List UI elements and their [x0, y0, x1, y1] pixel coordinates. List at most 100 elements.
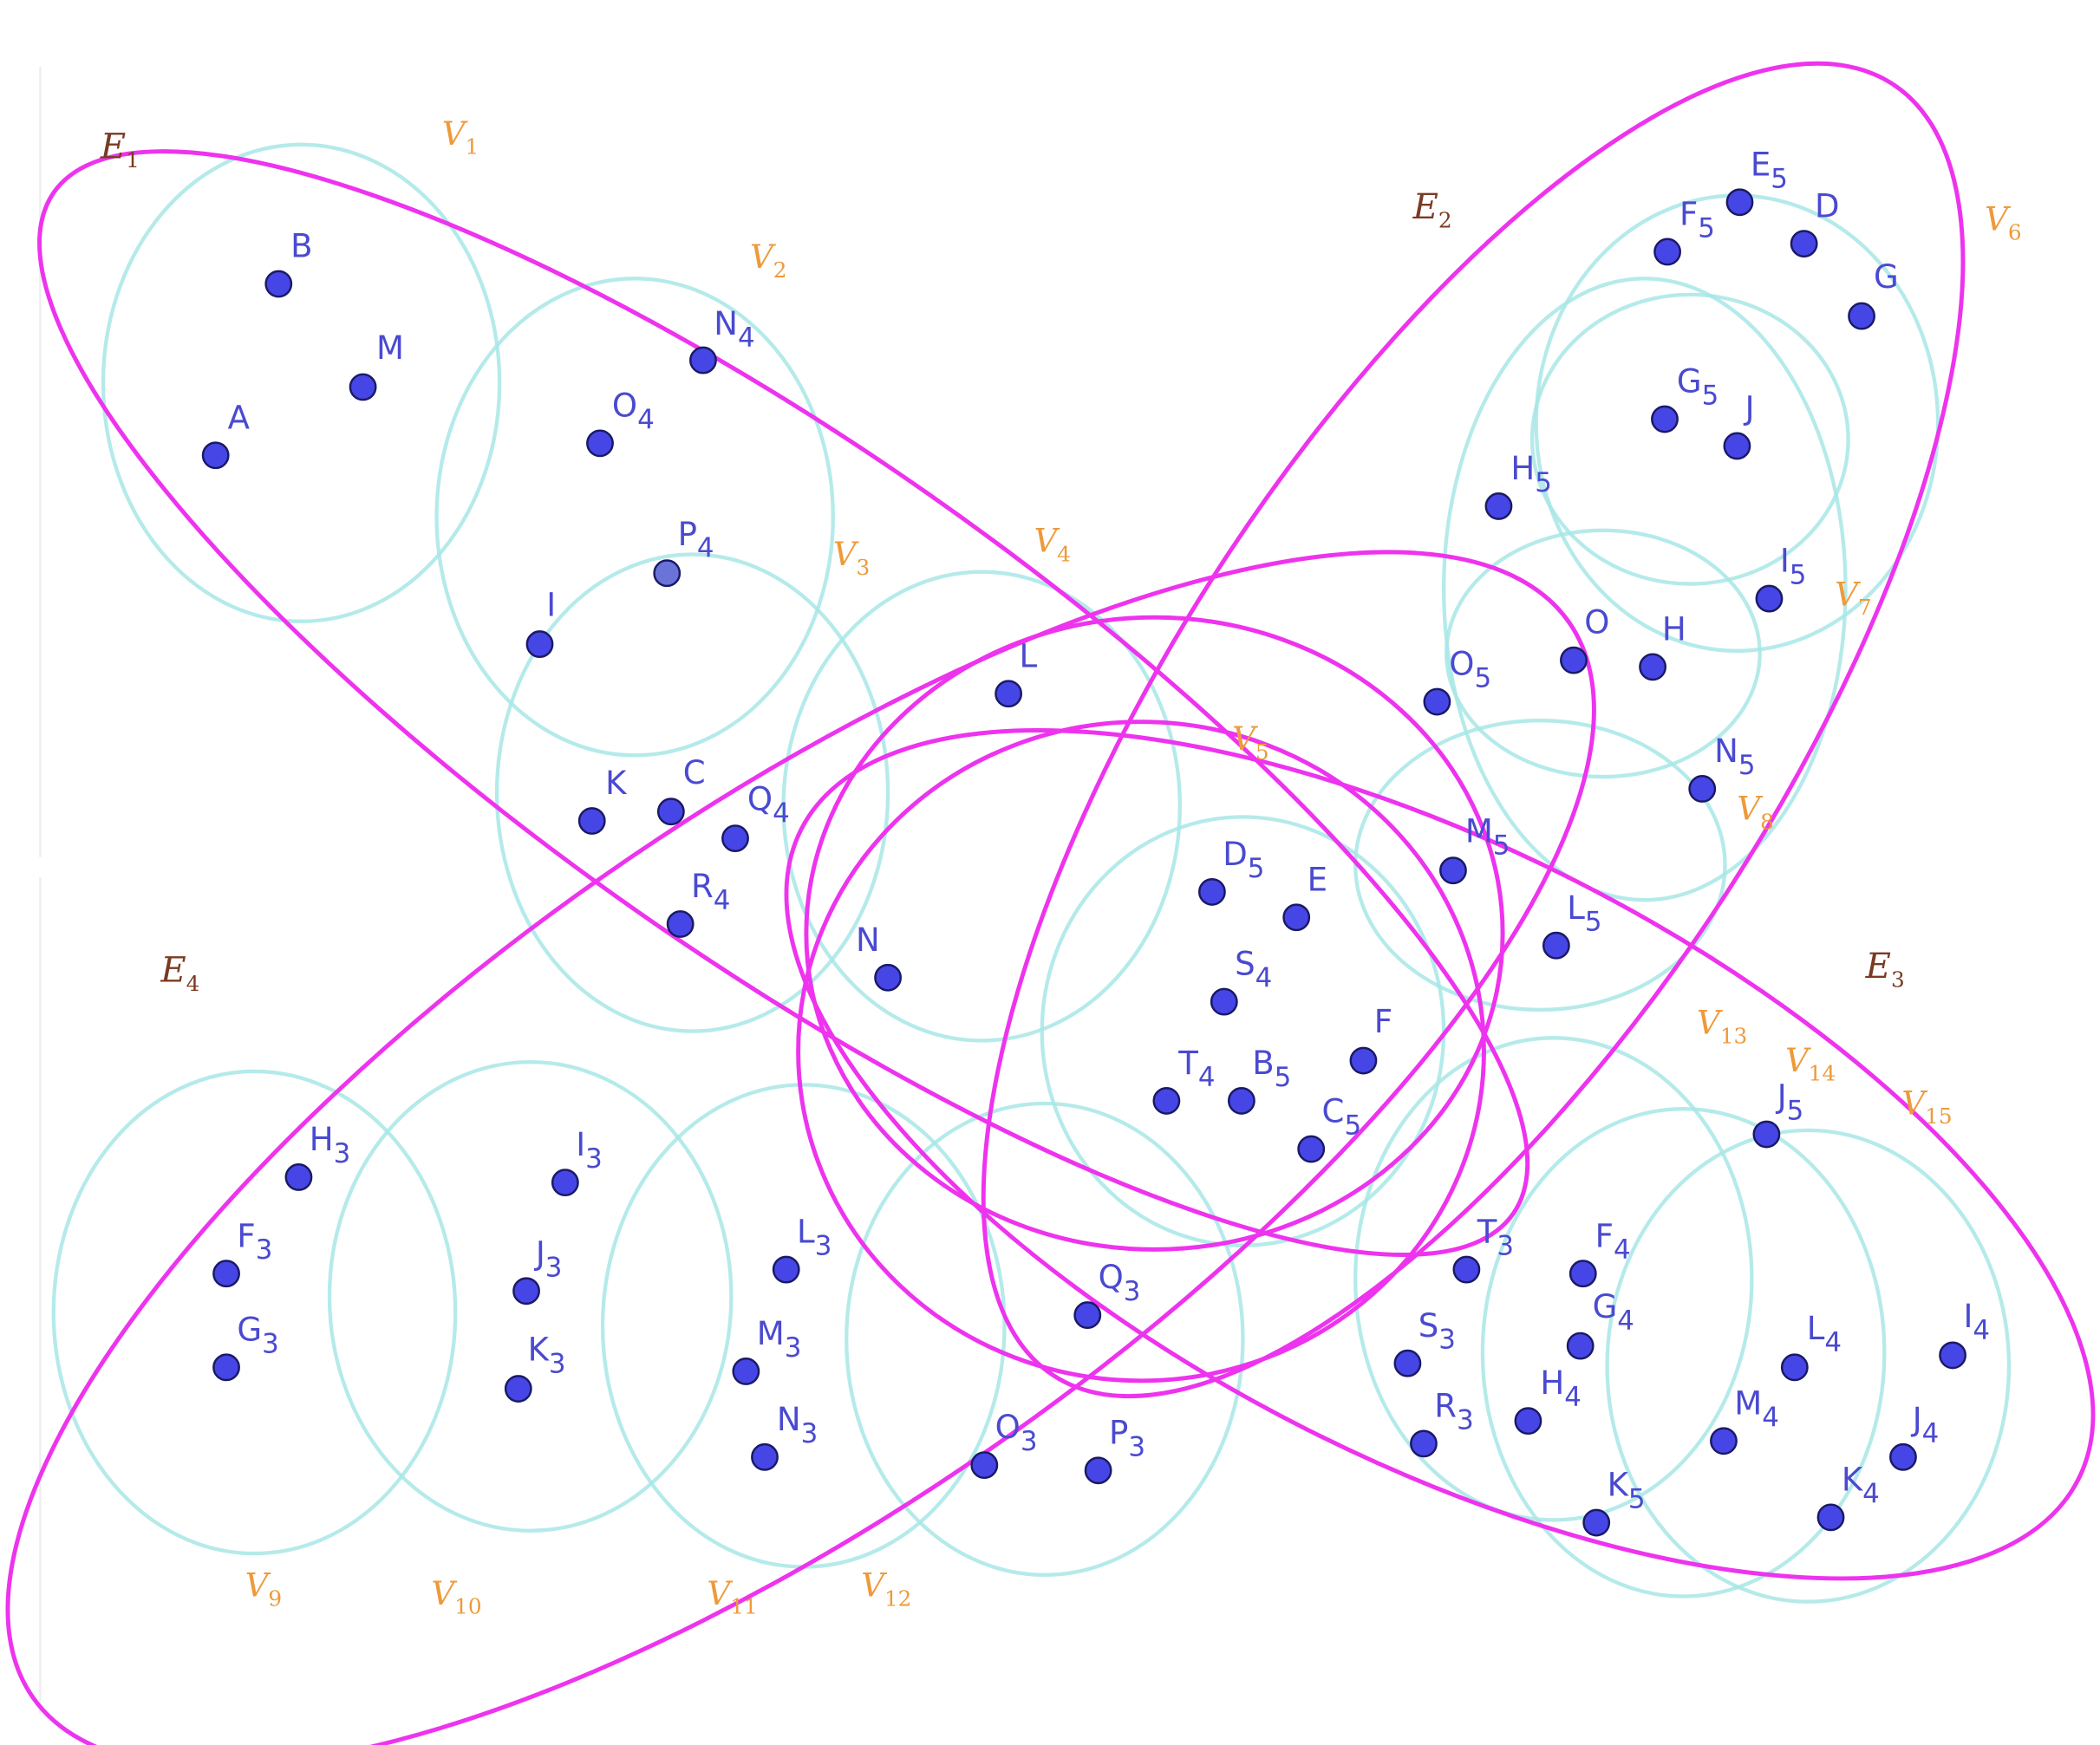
point-l4[interactable]	[1780, 1353, 1809, 1382]
point-i[interactable]	[525, 630, 554, 659]
point-r3-label: R3	[1434, 1387, 1473, 1436]
point-h5[interactable]	[1484, 492, 1513, 520]
point-g4[interactable]	[1566, 1332, 1595, 1360]
point-i5-label: I5	[1780, 543, 1807, 591]
point-d[interactable]	[1790, 230, 1818, 258]
point-l5-label-subscript: 5	[1585, 907, 1602, 938]
point-h4[interactable]	[1514, 1407, 1542, 1436]
point-t3[interactable]	[1452, 1255, 1481, 1284]
hyperedge-label-e3-subscript: 3	[1891, 967, 1905, 993]
point-i5[interactable]	[1755, 584, 1784, 613]
point-o3-label: O3	[995, 1409, 1038, 1457]
point-k3-label-subscript: 3	[549, 1349, 566, 1380]
point-m-label: M	[376, 329, 404, 367]
vertex-set-label-v3: V3	[833, 536, 870, 580]
point-c5[interactable]	[1297, 1135, 1326, 1163]
point-e5-label: E5	[1751, 146, 1788, 194]
point-r3[interactable]	[1410, 1429, 1438, 1458]
point-s3[interactable]	[1393, 1349, 1422, 1377]
point-j[interactable]	[1723, 432, 1751, 460]
point-c-label: C	[683, 754, 706, 791]
hyperedge-label-e4-subscript: 4	[186, 971, 200, 996]
point-l5-label-main: L	[1567, 889, 1585, 927]
point-e5[interactable]	[1725, 188, 1754, 217]
vertex-set-label-v11-main: V	[708, 1575, 734, 1612]
point-s3-label-subscript: 3	[1438, 1325, 1456, 1356]
point-f5[interactable]	[1653, 238, 1681, 266]
point-m3[interactable]	[732, 1358, 760, 1385]
point-g5[interactable]	[1651, 405, 1679, 433]
point-g3[interactable]	[212, 1353, 240, 1382]
point-f[interactable]	[1349, 1046, 1378, 1075]
point-e-label-main: E	[1308, 861, 1327, 898]
point-j4-label-main: J	[1911, 1401, 1922, 1438]
point-a[interactable]	[201, 441, 230, 470]
vertex-set-label-v5: V5	[1232, 720, 1268, 765]
point-f3[interactable]	[212, 1260, 240, 1288]
vertex-set-label-v7-main: V	[1835, 576, 1861, 613]
point-o3[interactable]	[970, 1451, 999, 1480]
point-n3-label-subscript: 3	[801, 1418, 818, 1449]
point-f5-label-subscript: 5	[1698, 212, 1715, 244]
point-g[interactable]	[1848, 302, 1875, 330]
point-n3[interactable]	[751, 1442, 779, 1471]
point-f4[interactable]	[1568, 1260, 1597, 1288]
point-i4[interactable]	[1939, 1341, 1966, 1370]
point-p3-label: P3	[1109, 1414, 1145, 1462]
point-k4-label: K4	[1842, 1461, 1880, 1509]
point-t4-label: T4	[1177, 1045, 1215, 1093]
point-n5[interactable]	[1688, 775, 1717, 803]
point-j4[interactable]	[1889, 1442, 1917, 1471]
point-l5[interactable]	[1542, 931, 1570, 960]
point-p3[interactable]	[1084, 1456, 1112, 1485]
point-r4[interactable]	[666, 910, 695, 938]
point-q4[interactable]	[721, 824, 749, 853]
point-r3-label-main: R	[1434, 1387, 1457, 1424]
vertex-set-label-v11: V11	[708, 1575, 758, 1619]
point-o5[interactable]	[1423, 687, 1451, 716]
point-n[interactable]	[874, 963, 903, 992]
point-q3[interactable]	[1073, 1301, 1102, 1330]
point-t4[interactable]	[1152, 1086, 1181, 1115]
point-k[interactable]	[577, 807, 606, 835]
point-b5-label-subscript: 5	[1275, 1062, 1292, 1093]
point-h3[interactable]	[284, 1163, 313, 1191]
point-r3-label-subscript: 3	[1457, 1404, 1474, 1436]
point-g3-label: G3	[237, 1311, 278, 1359]
point-k3[interactable]	[504, 1375, 532, 1403]
hyperedge-e2	[981, 61, 1966, 1399]
point-o[interactable]	[1560, 646, 1588, 674]
point-m[interactable]	[349, 373, 377, 401]
vertex-set-label-v6: V6	[1985, 201, 2021, 245]
point-j5[interactable]	[1752, 1120, 1781, 1149]
point-k4[interactable]	[1816, 1503, 1845, 1532]
point-e[interactable]	[1282, 903, 1311, 932]
point-s4-label-subscript: 4	[1255, 963, 1273, 994]
point-b[interactable]	[264, 270, 293, 298]
point-k4-label-subscript: 4	[1862, 1478, 1880, 1509]
point-q3-label-subscript: 3	[1124, 1276, 1141, 1307]
point-d5[interactable]	[1197, 877, 1226, 906]
point-k5[interactable]	[1582, 1508, 1611, 1537]
point-p4[interactable]	[653, 559, 682, 588]
point-o4-label-subscript: 4	[637, 404, 655, 435]
point-o4[interactable]	[586, 429, 614, 458]
point-m3-label-subscript: 3	[785, 1332, 802, 1364]
point-j3[interactable]	[512, 1277, 540, 1305]
point-b5[interactable]	[1227, 1086, 1255, 1115]
point-m5[interactable]	[1439, 856, 1467, 885]
vertex-set-label-v14-main: V	[1785, 1042, 1811, 1079]
vertex-set-label-v11-subscript: 11	[730, 1594, 757, 1619]
point-n4[interactable]	[689, 346, 717, 374]
point-c[interactable]	[656, 798, 685, 826]
point-s4[interactable]	[1210, 987, 1238, 1016]
point-m4[interactable]	[1710, 1427, 1738, 1455]
point-l[interactable]	[995, 680, 1023, 708]
point-h[interactable]	[1639, 653, 1666, 681]
vertex-set-label-v12: V12	[861, 1567, 911, 1612]
point-i3[interactable]	[551, 1169, 579, 1197]
point-j3-label: J3	[534, 1234, 563, 1283]
vertex-set-v6i	[1529, 292, 1850, 586]
point-g5-label-subscript: 5	[1702, 381, 1719, 412]
point-l3[interactable]	[772, 1255, 800, 1284]
